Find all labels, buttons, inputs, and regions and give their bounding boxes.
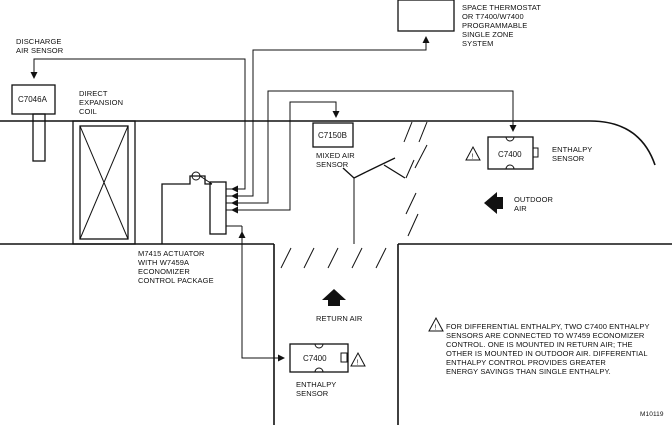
actuator-label-1: M7415 ACTUATOR [138,249,205,258]
outdoor-air-label-2: AIR [514,204,527,213]
discharge-label-1: DISCHARGE [16,37,62,46]
outdoor-enthalpy-sensor [487,136,539,170]
outdoor-air-arrow-icon [484,192,497,214]
supply-duct [0,120,672,425]
coil-label-2: EXPANSION [79,98,123,107]
return-warning-icon: ! [350,351,366,367]
return-sensor-model: C7400 [303,354,327,363]
expansion-coil [72,120,136,245]
return-air-arrow-tail [328,300,340,306]
note-line-2: SENSORS ARE CONNECTED TO W7459 ECONOMIZE… [446,331,645,340]
mixed-label-1: MIXED AIR [316,151,355,160]
outdoor-louvers [403,121,428,237]
discharge-sensor-model: C7046A [18,95,48,104]
actuator-label-4: CONTROL PACKAGE [138,276,214,285]
thermostat-label-5: SYSTEM [462,39,493,48]
note-line-4: OTHER IS MOUNTED IN OUTDOOR AIR. DIFFERE… [446,349,648,358]
return-enthalpy-label-1: ENTHALPY [296,380,336,389]
mixed-sensor-model: C7150B [318,131,347,140]
outdoor-sensor-model: C7400 [498,150,522,159]
return-enthalpy-sensor [289,343,349,373]
outdoor-warning-icon: ! [465,145,481,161]
note-warning-icon: ! [428,316,444,332]
space-thermostat [397,0,455,32]
coil-label-1: DIRECT [79,89,108,98]
note-line-1: FOR DIFFERENTIAL ENTHALPY, TWO C7400 ENT… [446,322,650,331]
figure-id: M10119 [640,411,664,418]
return-air-arrow-icon [322,289,346,300]
note-line-6: ENERGY SAVINGS THAN SINGLE ENTHALPY. [446,367,611,376]
outdoor-air-arrow-tail [497,197,503,209]
thermostat-label-2: OR T7400/W7400 [462,12,524,21]
wiring [30,36,517,362]
outdoor-enthalpy-label-1: ENTHALPY [552,145,592,154]
outdoor-damper-blade [342,157,406,244]
thermostat-label-1: SPACE THERMOSTAT [462,3,541,12]
return-enthalpy-label-2: SENSOR [296,389,329,398]
svg-text:!: ! [357,360,359,367]
mixed-label-2: SENSOR [316,160,349,169]
thermostat-label-3: PROGRAMMABLE [462,21,527,30]
note-line-3: CONTROL. ONE IS MOUNTED IN RETURN AIR; T… [446,340,633,349]
outdoor-air-label-1: OUTDOOR [514,195,554,204]
coil-label-3: COIL [79,107,97,116]
return-air-label: RETURN AIR [316,314,363,323]
note-line-5: ENTHALPY CONTROL PROVIDES GREATER [446,358,606,367]
actuator-label-3: ECONOMIZER [138,267,190,276]
return-louvers [280,247,387,269]
svg-text:!: ! [435,325,437,332]
mixed-air-sensor [312,122,354,148]
m7415-actuator [161,171,227,244]
discharge-label-2: AIR SENSOR [16,46,64,55]
thermostat-label-4: SINGLE ZONE [462,30,514,39]
svg-text:!: ! [472,154,474,161]
discharge-air-sensor [11,84,56,162]
actuator-label-2: WITH W7459A [138,258,189,267]
outdoor-enthalpy-label-2: SENSOR [552,154,585,163]
